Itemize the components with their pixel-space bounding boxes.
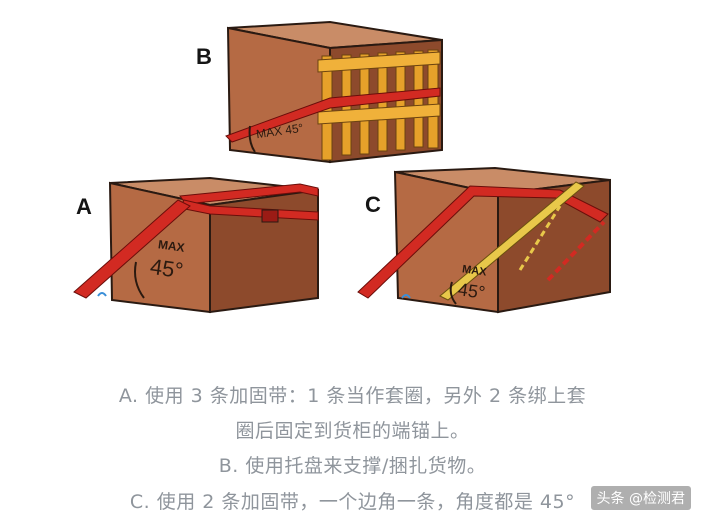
ratchet-buckle [261, 209, 279, 223]
strap-c-corner [439, 181, 585, 301]
figure-label-a: A [76, 194, 92, 219]
cargo-securing-illustration [73, 20, 611, 314]
anchor-hook-a [97, 292, 107, 297]
strap-a-anchor [73, 199, 191, 299]
strap-b [225, 87, 441, 143]
angle-max-a: MAX [157, 237, 186, 255]
caption-a-line1: A. 使用 3 条加固带：1 条当作套圈，另外 2 条绑上套 [118, 385, 587, 407]
caption-b: B. 使用托盘来支撑/捆扎货物。 [218, 455, 487, 477]
box-a-side [209, 188, 319, 314]
caption-a-line2: 圈后固定到货柜的端锚上。 [235, 420, 470, 442]
angle-arc-b [248, 125, 256, 153]
box-b-front [226, 26, 331, 164]
strap-c-left [357, 185, 609, 299]
angle-value-c: 45° [456, 279, 487, 303]
angle-arc-a [134, 261, 145, 299]
caption-c: C. 使用 2 条加固带，一个边角一条，角度都是 45° [129, 491, 576, 513]
watermark: 头条 @检测君 [590, 486, 691, 510]
anchor-hook-c [401, 294, 411, 299]
angle-value-a: 45° [148, 253, 185, 284]
strap-c-hidden [546, 220, 606, 282]
angle-arc-c [449, 281, 457, 305]
figure-label-c: C [365, 192, 381, 217]
figure-label-b: B [196, 44, 212, 69]
